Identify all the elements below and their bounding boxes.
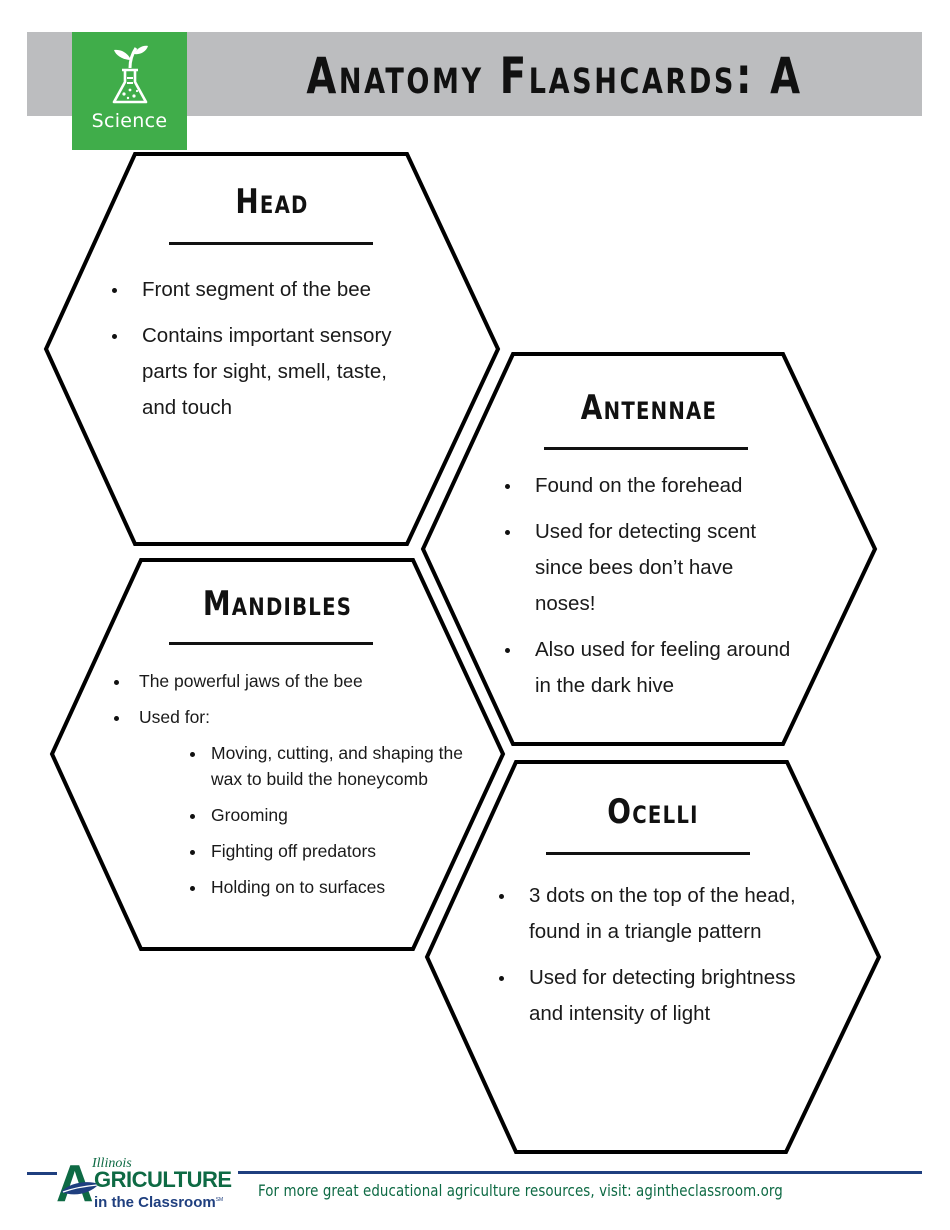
card-title: Mandibles: [202, 584, 353, 624]
card-title: Antennae: [580, 388, 718, 428]
bullet-list: 3 dots on the top of the head, found in …: [499, 878, 799, 1042]
hexagon-head: [43, 152, 501, 546]
footer-resources-link-text[interactable]: For more great educational agriculture r…: [258, 1181, 783, 1200]
bullet-item: Found on the forehead: [505, 468, 795, 504]
badge-label: Science: [91, 110, 168, 132]
bullet-item: Used for detecting brightness and intens…: [499, 960, 799, 1032]
bullet-item: Used for:: [112, 704, 452, 730]
sub-bullet-item: Moving, cutting, and shaping the wax to …: [187, 740, 476, 792]
bullet-item: Also used for feeling around in the dark…: [505, 632, 795, 704]
bullet-list: Found on the forehead Used for detecting…: [505, 468, 795, 714]
card-title: Ocelli: [607, 792, 699, 832]
card-title: Head: [235, 182, 309, 222]
bullet-item: Contains important sensory parts for sig…: [112, 318, 412, 426]
flashcard-ocelli: Ocelli 3 dots on the top of the head, fo…: [427, 762, 879, 1152]
bullet-item: Front segment of the bee: [112, 272, 412, 308]
agriculture-in-the-classroom-logo: A Illinois GRICULTURE in the ClassroomSM: [56, 1156, 238, 1211]
title-underline: [169, 642, 373, 645]
service-mark: SM: [215, 1197, 224, 1203]
hexagon-mandibles: [49, 558, 506, 951]
science-badge: Science: [72, 32, 187, 150]
bullet-item: The powerful jaws of the bee: [112, 668, 452, 694]
page-title: Anatomy Flashcards: A: [306, 47, 803, 105]
sub-bullet-item: Fighting off predators: [187, 838, 452, 864]
flashcard-head: Head Front segment of the bee Contains i…: [46, 154, 498, 544]
logo-in-the-classroom: in the ClassroomSM: [94, 1192, 223, 1211]
title-underline: [544, 447, 748, 450]
sub-bullet-item: Grooming: [187, 802, 452, 828]
leaf-icon: [61, 1182, 99, 1195]
flask-sprout-icon: [112, 45, 148, 104]
logo-classroom-text: in the Classroom: [94, 1194, 216, 1211]
title-underline: [169, 242, 373, 245]
bullet-item: 3 dots on the top of the head, found in …: [499, 878, 799, 950]
title-underline: [546, 852, 750, 855]
footer-rule-right: [238, 1171, 922, 1174]
logo-illinois: Illinois: [92, 1156, 132, 1171]
bullet-list: Front segment of the bee Contains import…: [112, 272, 412, 436]
flashcard-antennae: Antennae Found on the forehead Used for …: [423, 354, 875, 744]
bullet-item: Used for detecting scent since bees don’…: [505, 514, 795, 622]
hexagon-antennae: [420, 352, 878, 746]
logo-agriculture: GRICULTURE: [94, 1167, 232, 1192]
bullet-list: The powerful jaws of the bee Used for: M…: [112, 668, 463, 910]
sub-bullet-item: Holding on to surfaces: [187, 874, 452, 900]
flashcard-mandibles: Mandibles The powerful jaws of the bee U…: [52, 560, 503, 949]
hexagon-ocelli: [424, 760, 882, 1154]
footer-rule-left: [27, 1172, 57, 1175]
